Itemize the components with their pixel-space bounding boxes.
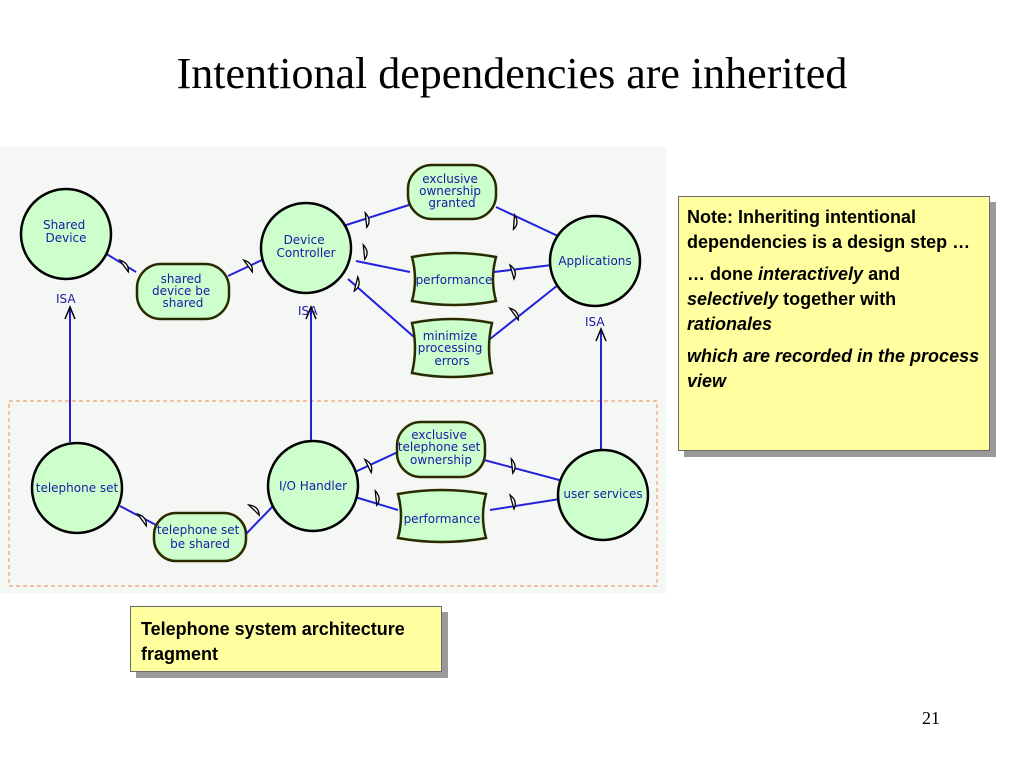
- softgoal-performance-top: [410, 251, 498, 307]
- diagram-caption: Telephone system architecture fragment: [130, 606, 442, 672]
- isa-arrowheads: [64, 305, 607, 342]
- label-performance-top: performance: [416, 273, 493, 287]
- d-marker-icon: [363, 457, 373, 475]
- node-shared-device: [19, 187, 113, 281]
- d-marker-icon: [118, 258, 130, 274]
- note-line-3: which are recorded in the process view: [687, 346, 980, 391]
- d-marker-icon: [246, 504, 260, 517]
- isa-arrow-icon: [305, 305, 317, 320]
- node-device-controller: [259, 201, 353, 295]
- label-exclusive-ownership-granted: exclusive ownership granted: [419, 172, 485, 210]
- link: [227, 259, 263, 277]
- d-marker-icon: [374, 488, 380, 507]
- label-applications: Applications: [558, 254, 631, 268]
- diagram-canvas: ISA ISA ISA: [8, 163, 658, 587]
- d-marker-icon: [508, 493, 516, 511]
- agent-nodes: [19, 187, 650, 542]
- d-marker-icon: [362, 242, 368, 261]
- node-user-services: [556, 448, 650, 542]
- softgoal-minimize-errors: [410, 317, 494, 379]
- label-minimize-processing-errors: minimize processing errors: [418, 329, 487, 368]
- softgoal-nodes: [135, 163, 498, 563]
- architecture-diagram: ISA ISA ISA: [0, 147, 666, 593]
- label-performance-bottom: performance: [404, 512, 481, 526]
- d-marker-icon: [353, 274, 360, 293]
- isa-arrow-icon: [595, 327, 607, 342]
- link: [347, 278, 415, 338]
- softgoal-telephone-set-shared: [152, 511, 248, 563]
- dependency-markers: [118, 210, 520, 528]
- link: [245, 504, 275, 535]
- d-marker-icon: [242, 258, 254, 274]
- label-telephone-set: telephone set: [36, 481, 119, 495]
- label-device-controller: Device Controller: [276, 233, 335, 260]
- softgoal-performance-bottom: [396, 488, 488, 544]
- softgoal-shared-device: [135, 262, 231, 321]
- label-user-services: user services: [563, 487, 642, 501]
- d-marker-icon: [508, 306, 520, 322]
- isa-arrow-icon: [64, 305, 76, 320]
- softgoal-exclusive-ownership: [406, 163, 498, 221]
- label-shared-device: Shared Device: [43, 218, 89, 245]
- design-note: Note: Inheriting intentional dependencie…: [678, 196, 990, 451]
- d-marker-icon: [510, 456, 516, 475]
- link: [495, 206, 561, 238]
- d-marker-icon: [364, 210, 370, 229]
- note-line-2: … done interactively and selectively tog…: [687, 264, 901, 334]
- d-marker-icon: [136, 512, 148, 528]
- isa-label: ISA: [585, 315, 605, 329]
- node-io-handler: [266, 439, 360, 533]
- link: [483, 459, 564, 482]
- slide-title: Intentional dependencies are inherited: [176, 49, 848, 98]
- link: [493, 264, 553, 273]
- fragment-boundary: [8, 400, 658, 587]
- node-telephone-set: [30, 441, 124, 535]
- label-exclusive-telephone-set-ownership: exclusive telephone set ownership: [398, 428, 484, 467]
- link: [489, 498, 561, 511]
- link: [354, 450, 401, 473]
- link: [355, 260, 411, 273]
- link: [339, 203, 413, 228]
- label-shared-device-be-shared: shared device be shared: [152, 272, 214, 310]
- page-number: 21: [922, 708, 940, 728]
- d-marker-icon: [508, 263, 516, 281]
- dependency-links: [69, 203, 602, 535]
- d-marker-icon: [512, 212, 518, 231]
- label-telephone-set-be-shared: telephone set be shared: [157, 523, 243, 551]
- isa-label: ISA: [56, 292, 76, 306]
- node-applications: [548, 214, 642, 308]
- softgoal-exclusive-telephone: [395, 420, 487, 479]
- isa-label: ISA: [298, 304, 318, 318]
- note-line-1: Note: Inheriting intentional dependencie…: [687, 207, 971, 252]
- label-io-handler: I/O Handler: [279, 479, 347, 493]
- link: [489, 284, 559, 340]
